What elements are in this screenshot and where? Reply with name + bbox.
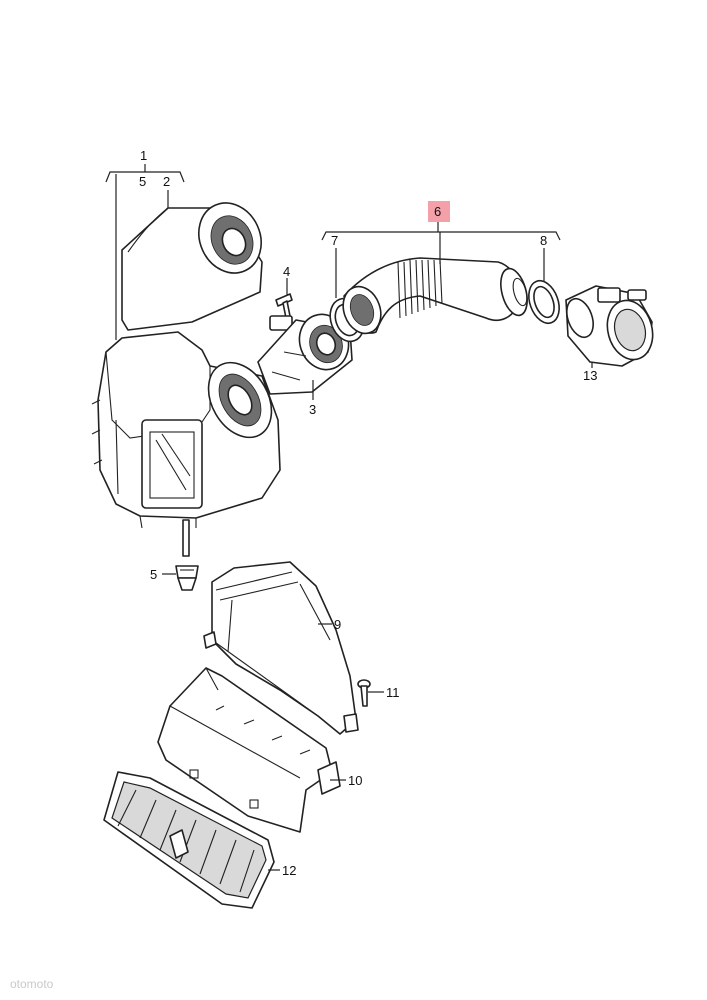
callout-8: 8 [540, 233, 547, 248]
callout-3: 3 [309, 402, 316, 417]
screw-4 [269, 293, 293, 331]
air-mass-meter-13 [565, 285, 654, 367]
air-filter-housing [91, 331, 281, 557]
callout-10: 10 [348, 773, 362, 788]
grille-12 [103, 771, 275, 909]
leader-lines [105, 164, 593, 871]
callout-13: 13 [583, 368, 597, 383]
callout-4: 4 [283, 264, 290, 279]
air-guide-10 [157, 667, 341, 833]
watermark: otomoto [10, 977, 54, 991]
callout-11: 11 [386, 685, 400, 700]
callout-7: 7 [331, 233, 338, 248]
callout-9: 9 [334, 617, 341, 632]
callout-5-lower: 5 [150, 567, 157, 582]
grommet-5 [175, 565, 199, 591]
air-filter-element [121, 202, 263, 331]
callout-1: 1 [140, 148, 147, 163]
callout-2: 2 [163, 174, 170, 189]
screw-11 [357, 679, 371, 707]
callout-6: 6 [434, 204, 441, 219]
callout-5-upper: 5 [139, 174, 146, 189]
intake-hose-6 [342, 257, 528, 335]
air-duct-9 [203, 561, 359, 735]
clamp-8 [528, 279, 560, 325]
connector-3 [257, 313, 353, 395]
callout-6-highlight [428, 201, 450, 222]
callout-12: 12 [282, 863, 296, 878]
